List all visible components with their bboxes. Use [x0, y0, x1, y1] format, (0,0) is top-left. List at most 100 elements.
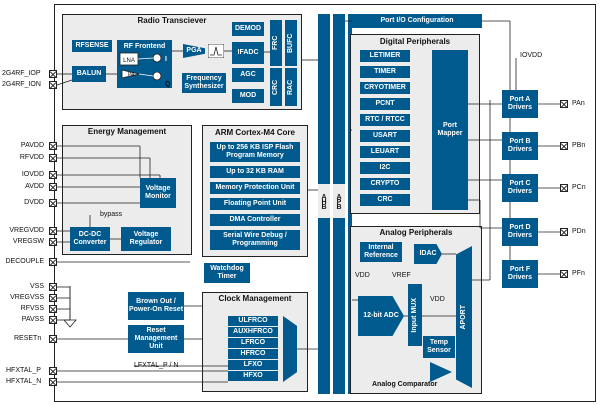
rf-pin-iop: 2G4RF_IOP — [2, 70, 41, 77]
core-item: Memory Protection Unit — [210, 182, 300, 194]
core-item: Up to 32 KB RAM — [210, 166, 300, 178]
vss-pin-vregvss: VREGVSS — [10, 294, 44, 301]
core-item: Floating Point Unit — [210, 198, 300, 210]
energy-pin-iovdd: IOVDD — [21, 171, 44, 178]
digital-peripheral: I2C — [360, 162, 410, 174]
ahb-label: AHB — [318, 184, 330, 218]
energy-pin-decouple: DECOUPLE — [5, 258, 44, 265]
digital-peripheral: PCNT — [360, 98, 410, 110]
port-pin-label: PFn — [572, 270, 585, 277]
energy-pin-vregvdd: VREGVDD — [9, 227, 44, 234]
rf-pin-ion: 2G4RF_ION — [2, 81, 41, 88]
pga-block: PGA — [183, 44, 205, 58]
voltage-monitor-block: Voltage Monitor — [140, 178, 176, 208]
reset-pin: RESETn — [14, 335, 42, 342]
crc-radio-label: CRC — [272, 79, 280, 95]
port-driver-block: Port B Drivers — [502, 132, 538, 160]
mod-block: MOD — [232, 89, 264, 103]
vss-pin-pad-rfvss — [49, 305, 57, 313]
reset-mgmt-block: Reset Management Unit — [128, 325, 184, 353]
temp-sensor-block: Temp Sensor — [423, 336, 455, 358]
clock-source: HFRCO — [228, 349, 278, 359]
internal-ref-block: Internal Reference — [360, 242, 402, 262]
port-pin-pad — [560, 142, 568, 150]
input-mux-block: Input MUX — [408, 284, 422, 346]
hfxtal-p-pad — [49, 367, 57, 375]
port-pin-label: PCn — [572, 184, 586, 191]
vref-label: VREF — [392, 272, 411, 279]
digital-peripheral: LETIMER — [360, 50, 410, 62]
port-pin-pad — [560, 100, 568, 108]
radio-title: Radio Transciever — [137, 16, 207, 25]
reset-pin-pad — [49, 335, 57, 343]
brownout-block: Brown Out / Power-On Reset — [128, 292, 184, 320]
rf-pin-iop-pad — [49, 70, 57, 78]
vss-pin-pad-vss — [49, 283, 57, 291]
freq-synth-block: Frequency Synthesizer — [182, 73, 226, 93]
core-item: Up to 256 KB ISP Flash Program Memory — [210, 142, 300, 162]
dcdc-block: DC-DC Converter — [70, 227, 110, 251]
bypass-label: bypass — [100, 211, 123, 218]
clock-source: LFRCO — [228, 338, 278, 348]
analog-vdd-label: VDD — [355, 272, 370, 279]
energy-pin-pad-decouple — [49, 258, 57, 266]
energy-pin-pad-avdd — [49, 183, 57, 191]
digital-peripheral: TIMER — [360, 66, 410, 78]
port-pin-label: PAn — [572, 100, 585, 107]
port-pin-label: PBn — [572, 142, 586, 149]
comparator-label: Analog Comparator — [372, 381, 438, 388]
energy-pin-avdd: AVDD — [25, 183, 44, 190]
rf-frontend-internals: LNA PA I Q — [119, 52, 171, 88]
clock-source: AUXHFRCO — [228, 327, 278, 337]
rac-block: RAC — [285, 68, 297, 106]
digital-peripheral: CRYPTO — [360, 178, 410, 190]
energy-pin-pad-dvdd — [49, 199, 57, 207]
mixer-q — [152, 71, 162, 81]
bufc-label: BUFC — [287, 33, 295, 53]
filter-icon — [208, 44, 224, 58]
energy-pin-pad-vregsw — [49, 238, 57, 246]
analog-title: Analog Peripherals — [379, 228, 453, 237]
energy-pin-dvdd: DVDD — [24, 199, 44, 206]
hfxtal-n-pin: HFXTAL_N — [6, 378, 42, 385]
bufc-block: BUFC — [285, 20, 297, 66]
rf-frontend-label: RF Frontend — [123, 43, 166, 50]
lfxtal-label: LFXTAL_P / N — [134, 362, 179, 369]
digital-title: Digital Peripherals — [379, 37, 451, 46]
ground-symbol — [63, 286, 77, 328]
energy-title: Energy Management — [87, 127, 167, 136]
energy-pin-vregsw: VREGSW — [12, 238, 44, 245]
energy-pin-pavdd: PAVDD — [20, 142, 44, 149]
frc-block: FRC — [270, 20, 282, 66]
clock-mux — [283, 316, 297, 382]
vss-pin-rfvss: RFVSS — [20, 305, 44, 312]
energy-pin-pad-vregvdd — [49, 227, 57, 235]
digital-peripheral: LEUART — [360, 146, 410, 158]
apb-text: APB — [335, 193, 343, 209]
vss-pin-pavss: PAVSS — [21, 316, 44, 323]
digital-peripheral: RTC / RTCC — [360, 114, 410, 126]
energy-pin-pad-iovdd — [49, 171, 57, 179]
digital-peripheral: CRC — [360, 194, 410, 206]
clock-source: ULFRCO — [228, 316, 278, 326]
frc-label: FRC — [272, 35, 280, 51]
energy-pin-pad-rfvdd — [49, 154, 57, 162]
pa-triangle — [121, 69, 140, 79]
watchdog-block: Watchdog Timer — [204, 263, 250, 283]
port-driver-block: Port A Drivers — [502, 90, 538, 118]
demod-block: DEMOD — [232, 22, 264, 36]
aport-label: APORT — [460, 304, 468, 330]
core-item: Serial Wire Debug / Programming — [210, 230, 300, 250]
input-mux-label: Input MUX — [411, 297, 419, 333]
rac-label: RAC — [287, 79, 295, 95]
idac-block: IDAC — [414, 244, 442, 264]
clock-source: HFXO — [228, 371, 278, 381]
clock-source: LFXO — [228, 360, 278, 370]
vss-pin-pad-pavss — [49, 316, 57, 324]
energy-pin-pad-pavdd — [49, 142, 57, 150]
rf-pin-ion-pad — [49, 81, 57, 89]
pa-label: PA — [128, 72, 135, 78]
ifadc-block: IFADC — [232, 42, 264, 64]
vreg-block: Voltage Regulator — [121, 227, 171, 251]
